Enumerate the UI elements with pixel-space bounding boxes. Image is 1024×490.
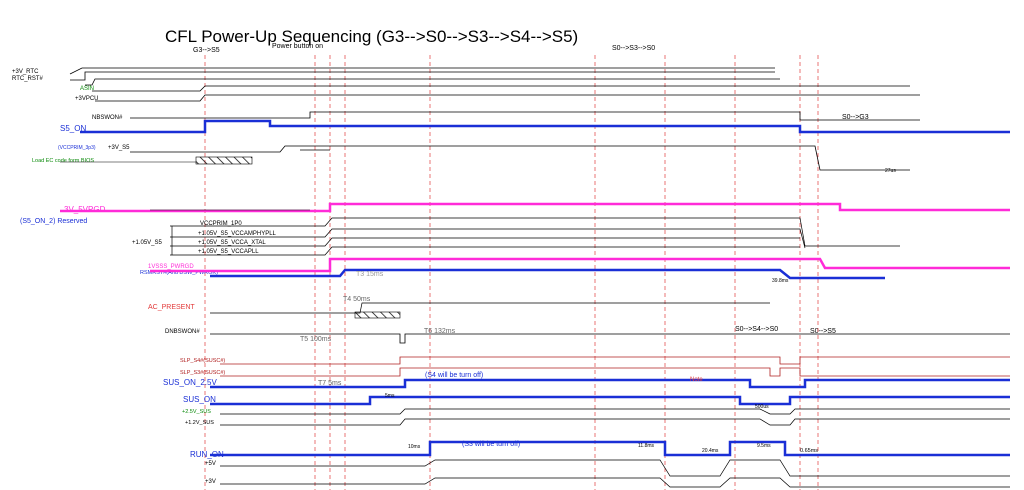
label-nbswon: NBSWON# (92, 115, 123, 121)
label-rtc: +3V_RTC (12, 69, 39, 75)
label-s5-on: S5_ON (60, 124, 86, 133)
label-s5-on-2: (S5_ON_2) Reserved (20, 218, 87, 225)
phase-s0-s3-s0: S0-->S3-->S0 (612, 45, 655, 52)
label-sus-on-25: SUS_ON_2.5V (163, 378, 217, 387)
label-slp-s4: SLP_S4#(SUSC#) (180, 358, 225, 364)
timing-t4: T4 50ms (343, 296, 371, 303)
phase-s0-g3: S0-->G3 (842, 114, 869, 121)
label-3v: +3V (205, 479, 216, 485)
label-camphypll: +1.05V_S5_VCCAMPHYPLL (198, 231, 277, 237)
waveforms (60, 67, 1010, 488)
label-vccapll: +1.05V_S5_VCCAPLL (198, 249, 259, 255)
ac-present-hatch (354, 311, 401, 319)
timing-118ms: 11.8ms (638, 443, 655, 449)
label-run-on: RUN_ON (190, 450, 224, 459)
phase-power-button: Power button on (272, 43, 323, 50)
note-s4-off: (S4 will be turn off) (425, 372, 483, 379)
label-slp-s3: SLP_S3#(SUSC#) (180, 370, 225, 376)
label-vccprim-1p0: VCCPRIM_1P0 (200, 221, 242, 227)
label-5v: +5V (205, 461, 216, 467)
label-3v-s5: +3V_S5 (108, 145, 130, 151)
timing-204ms: 20.4ms (702, 448, 719, 454)
label-3v-5vpgd: 3V_5VPGD (64, 205, 106, 214)
phase-g3-s5: G3-->S5 (193, 47, 220, 54)
label-25v-sus: +2.5V_SUS (182, 409, 211, 415)
timing-5ms: 5ms (385, 393, 395, 399)
phase-s0-s4-s0: S0-->S4-->S0 (735, 326, 778, 333)
phase-s0-s5: S0-->S5 (810, 328, 836, 335)
note-label: Note (690, 377, 703, 383)
ec-load-hatch (195, 156, 253, 165)
timing-065ms: 0.65ms (800, 448, 818, 454)
label-vpcu: +3VPCU (75, 96, 99, 102)
label-rsmrst: RSMRST#(And DSW_PWROK) (140, 270, 218, 276)
label-1vsss-pwrgd: 1VSSS_PWRGD (148, 264, 194, 270)
label-sus-on: SUS_ON (183, 395, 216, 404)
label-ac-present: AC_PRESENT (148, 304, 195, 311)
label-vcca-xtal: +1.05V_S5_VCCA_XTAL (198, 240, 266, 246)
label-105v-s5: +1.05V_S5 (132, 240, 163, 246)
label-12v-sus: +1.2V_SUS (185, 420, 214, 426)
timing-t7: T7 5ms (318, 380, 342, 387)
timing-t5: T5 100ms (300, 336, 332, 343)
timing-500us: 500us (755, 404, 769, 410)
label-asin: ASIN (80, 86, 94, 92)
timing-10ms: 10ms (408, 444, 421, 450)
note-s3-off: (S3 will be turn off) (462, 441, 520, 448)
timing-95ms: 9.5ms (757, 443, 771, 449)
timing-27us: 27us (885, 168, 896, 174)
label-load-ec: Load EC code form BIOS (32, 158, 94, 164)
timing-398ms: 39.8ms (772, 278, 789, 284)
label-dnbswon: DNBSWON# (165, 329, 200, 335)
label-vccprim: (VCCPRIM_3p3) (58, 145, 96, 151)
page-title: CFL Power-Up Sequencing (G3-->S0-->S3-->… (165, 27, 578, 46)
timing-t3: T3 15ms (356, 271, 384, 278)
timing-t6: T6 132ms (424, 328, 456, 335)
label-rtc-rst: RTC_RST# (12, 76, 44, 82)
